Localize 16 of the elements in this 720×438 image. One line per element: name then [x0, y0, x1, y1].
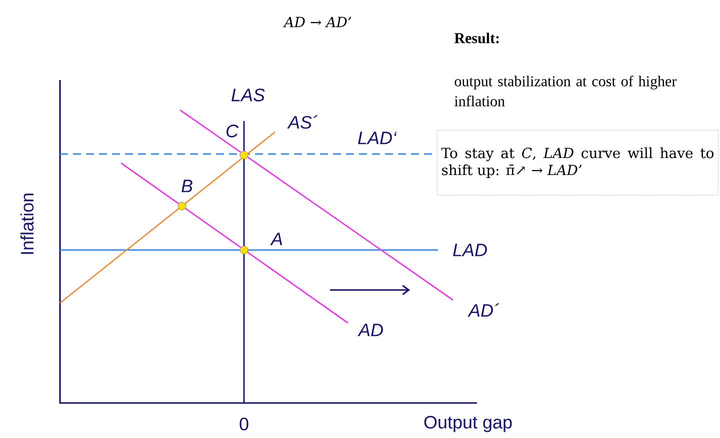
tick-label: 0 — [240, 418, 248, 430]
curve-label: AD — [358, 324, 383, 336]
title: AD → AD’ — [283, 16, 352, 28]
axis-label: Inflation — [20, 194, 34, 254]
heading: Result: — [454, 32, 499, 44]
point-label: B — [182, 180, 192, 192]
point-label: C — [226, 124, 239, 138]
curve-label: LAD — [453, 244, 487, 256]
note-text: output stabilization at cost of higher inflation — [454, 76, 677, 106]
note-box: To stay at C, LAD curve will have to shift up: π̄↗ → LAD’ — [437, 130, 718, 196]
curve-label: AD´ — [468, 303, 500, 317]
curve-label: AS´ — [287, 115, 318, 129]
curve-label: LAD‘ — [358, 132, 397, 144]
curve-label: LAS — [232, 88, 265, 102]
axis-label: Output gap — [424, 416, 512, 432]
point-label: A — [270, 232, 282, 246]
